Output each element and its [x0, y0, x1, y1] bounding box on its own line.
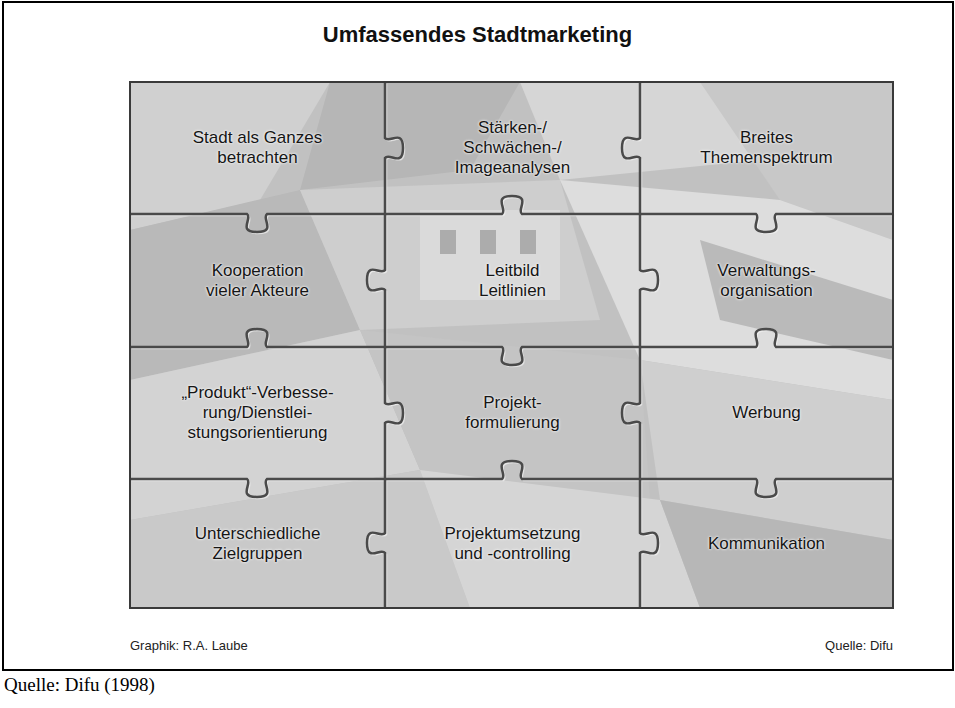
puzzle-piece: Stadt als Ganzes betrachten	[138, 90, 377, 206]
puzzle-piece: Breites Themenspektrum	[648, 90, 885, 206]
puzzle-piece: Leitbild Leitlinien	[393, 222, 632, 339]
puzzle-piece: Kooperation vieler Akteure	[138, 222, 377, 339]
puzzle-piece: Projekt- formulierung	[393, 355, 632, 471]
puzzle-lines	[130, 82, 895, 610]
piece-label: „Produkt“-Verbesse- rung/Dienstlei- stun…	[174, 383, 342, 443]
piece-label: Stärken-/ Schwächen-/ Imageanalysen	[450, 118, 575, 178]
piece-label: Stadt als Ganzes betrachten	[183, 128, 333, 168]
roof-photo	[130, 82, 893, 608]
piece-label: Unterschiedliche Zielgruppen	[183, 524, 333, 564]
piece-label: Werbung	[732, 403, 801, 423]
puzzle-piece: Verwaltungs- organisation	[648, 222, 885, 339]
puzzle-piece: Werbung	[648, 355, 885, 471]
puzzle-piece: Unterschiedliche Zielgruppen	[138, 487, 377, 600]
puzzle-piece: Kommunikation	[648, 487, 885, 600]
piece-label: Verwaltungs- organisation	[708, 261, 826, 301]
diagram-title: Umfassendes Stadtmarketing	[0, 22, 955, 48]
piece-label: Kooperation vieler Akteure	[193, 261, 323, 301]
credit-label: Graphik: R.A. Laube	[130, 638, 248, 653]
piece-label: Leitbild Leitlinien	[465, 261, 560, 301]
credit-label: Quelle: Difu	[825, 638, 893, 653]
source-caption: Quelle: Difu (1998)	[4, 674, 155, 696]
piece-label: Projekt- formulierung	[455, 393, 570, 433]
puzzle-piece: Projektumsetzung und -controlling	[393, 487, 632, 600]
piece-label: Kommunikation	[708, 534, 825, 554]
piece-label: Projektumsetzung und -controlling	[438, 524, 588, 564]
piece-label: Breites Themenspektrum	[697, 128, 837, 168]
puzzle-piece: „Produkt“-Verbesse- rung/Dienstlei- stun…	[138, 355, 377, 471]
puzzle-piece: Stärken-/ Schwächen-/ Imageanalysen	[393, 90, 632, 206]
